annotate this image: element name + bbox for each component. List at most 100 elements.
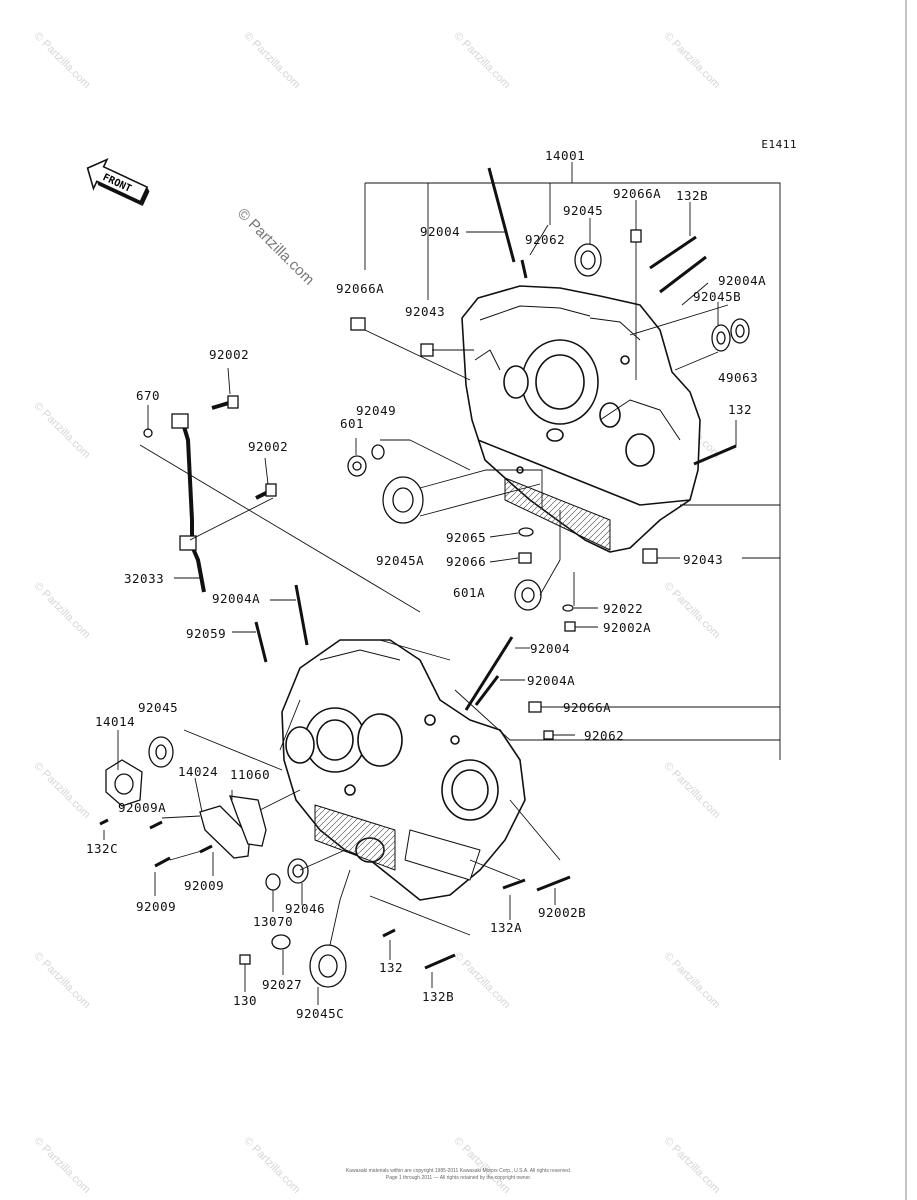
part-label-92045-b[interactable]: 92045 [138,700,179,715]
part-label-92062-b[interactable]: 92062 [584,728,625,743]
ring-92049 [371,444,385,460]
part-label-132b-lower[interactable]: 132B [422,989,455,1004]
part-label-92043[interactable]: 92043 [405,304,446,319]
plug-92066a [630,229,642,243]
part-label-92009[interactable]: 92009 [184,878,225,893]
washer-92022 [562,604,574,612]
front-arrow-icon: FRONT [86,157,150,206]
part-label-92027[interactable]: 92027 [262,977,303,992]
part-label-92065[interactable]: 92065 [446,530,487,545]
plate-14024 [199,805,251,859]
part-label-92066a-b[interactable]: 92066A [563,700,612,715]
part-label-92062[interactable]: 92062 [525,232,566,247]
lower-crankcase [281,639,526,901]
upper-crankcase [461,285,701,553]
pipe-clamp [179,535,197,551]
stud-92002b [536,875,571,892]
part-label-92049[interactable]: 92049 [356,403,397,418]
part-label-49063[interactable]: 49063 [718,370,759,385]
diagram-code: E1411 [761,138,797,151]
bolt-92009 [154,856,171,868]
stud-92004a-b [294,584,309,646]
part-label-14024[interactable]: 14024 [178,764,219,779]
copyright-footer: Kawasaki materials within are copyright … [345,1168,572,1174]
part-label-92004a-b[interactable]: 92004A [212,591,261,606]
plug-92002a [564,621,576,632]
pipe-flange [171,413,189,429]
part-label-92004-b[interactable]: 92004 [530,641,571,656]
part-label-92059[interactable]: 92059 [186,626,227,641]
part-label-92066a-left[interactable]: 92066A [336,281,385,296]
bolt-132b-lower [424,953,456,970]
part-label-130[interactable]: 130 [233,993,258,1008]
part-label-92045a[interactable]: 92045A [376,553,425,568]
stud-92004a [659,255,707,294]
part-label-92022[interactable]: 92022 [603,601,644,616]
plug-92066 [518,552,532,564]
bolt-132a [502,878,526,890]
part-label-601a[interactable]: 601A [453,585,486,600]
bearing-92045-lower [148,736,174,768]
part-label-92045[interactable]: 92045 [563,203,604,218]
part-label-92002a[interactable]: 92002A [603,620,652,635]
part-label-32033[interactable]: 32033 [124,571,165,586]
bolt-132 [693,444,737,466]
part-label-132-lower[interactable]: 132 [379,960,404,975]
bearing-92045 [574,243,602,277]
bearing-92045c [309,944,347,988]
dowel-92043-lower [642,548,658,564]
part-label-13070[interactable]: 13070 [253,914,294,929]
part-label-92046[interactable]: 92046 [285,901,326,916]
plug-92066a-b [528,701,542,713]
bolt-92009a [149,820,163,830]
stud-92004-b [464,636,514,711]
part-13070 [265,873,281,891]
stud-92062-b [543,730,554,740]
bearing-601 [347,455,367,477]
pipe-32033 [180,419,206,593]
part-label-92066[interactable]: 92066 [446,554,487,569]
copyright-footer-2: Page 1 through 2011 — All rights retaine… [385,1175,532,1181]
washer-92027 [271,934,291,950]
part-label-670[interactable]: 670 [136,388,161,403]
part-label-92002-b[interactable]: 92002 [248,439,289,454]
washer-92065 [518,527,534,537]
stud-92004 [487,167,516,263]
bearing-601a [514,579,542,611]
seal-49063 [730,318,750,344]
part-label-14001[interactable]: 14001 [545,148,586,163]
ring-670 [143,428,153,438]
part-label-92004[interactable]: 92004 [420,224,461,239]
bolt-132-lower [382,928,396,938]
part-label-92009-b[interactable]: 92009 [136,899,177,914]
part-label-92004a-c[interactable]: 92004A [527,673,576,688]
part-label-14014[interactable]: 14014 [95,714,136,729]
plug-92066a-left [350,317,366,331]
part-label-92002b[interactable]: 92002B [538,905,587,920]
part-label-92045b[interactable]: 92045B [693,289,742,304]
part-label-132a[interactable]: 132A [490,920,523,935]
part-label-92002[interactable]: 92002 [209,347,250,362]
bearing-92045b [711,324,731,352]
part-label-92004a[interactable]: 92004A [718,273,767,288]
bearing-92045a [382,476,424,524]
part-label-92045c[interactable]: 92045C [296,1006,345,1021]
leader-lines [103,162,781,1005]
part-label-92043-right[interactable]: 92043 [683,552,724,567]
part-label-132[interactable]: 132 [728,402,753,417]
stud-92062 [520,259,528,279]
bolt-head [265,483,277,497]
gasket-11060 [229,795,267,847]
part-label-601[interactable]: 601 [340,416,365,431]
bolt-132c [99,818,109,826]
part-label-92066a[interactable]: 92066A [613,186,662,201]
bearing-92046 [287,858,309,884]
bolt-130 [239,954,251,965]
part-label-92009a[interactable]: 92009A [118,800,167,815]
part-label-132c[interactable]: 132C [86,841,119,856]
stud-92004a-c [474,675,500,706]
part-label-132b[interactable]: 132B [676,188,709,203]
part-label-11060[interactable]: 11060 [230,767,271,782]
